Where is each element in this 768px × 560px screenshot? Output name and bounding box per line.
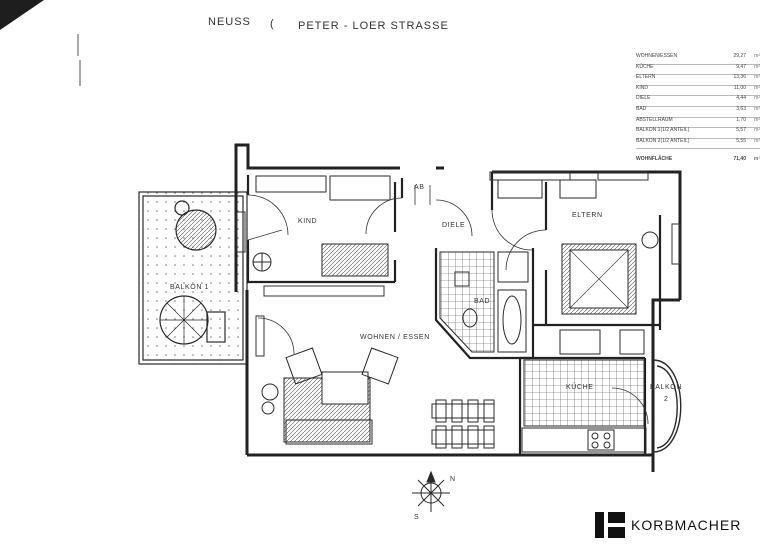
room-label-balkon-2: BALKON xyxy=(650,384,682,391)
room-label-wohnen-essen: WOHNEN / ESSEN xyxy=(360,334,430,341)
compass-south-label: S xyxy=(414,514,419,521)
room-label-balkon-1: BALKON 1 xyxy=(170,284,210,291)
scan-corner-mark xyxy=(0,0,44,30)
interior-walls xyxy=(246,172,662,455)
street-label: PETER - LOER STRASSE xyxy=(298,20,449,32)
eltern-furniture xyxy=(497,179,659,315)
balcony-1 xyxy=(138,191,248,365)
room-label-kind: KIND xyxy=(298,218,318,225)
kuche-fixtures xyxy=(521,329,647,453)
room-label-balkon-2-number: 2 xyxy=(664,396,669,403)
city-label: NEUSS xyxy=(208,16,251,28)
bad-fixtures xyxy=(439,251,529,353)
compass-rose xyxy=(412,470,450,512)
room-label-ab: AB xyxy=(414,184,425,191)
logo-text: KORBMACHER xyxy=(631,517,742,533)
korbmacher-logo: KORBMACHER xyxy=(595,512,741,538)
kind-furniture xyxy=(252,175,391,277)
room-label-bad: BAD xyxy=(474,298,491,305)
room-label-diele: DIELE xyxy=(442,222,466,229)
paren-mark: ( xyxy=(270,18,275,30)
room-label-eltern: ELTERN xyxy=(572,212,603,219)
balcony-2 xyxy=(652,359,682,453)
windows xyxy=(236,171,681,357)
room-label-kuche: KÜCHE xyxy=(566,384,594,391)
korbmacher-logo-icon xyxy=(595,512,625,538)
wohnen-furniture xyxy=(261,347,495,449)
paper-margin-marks xyxy=(77,34,81,86)
compass-north-label: N xyxy=(450,476,456,483)
